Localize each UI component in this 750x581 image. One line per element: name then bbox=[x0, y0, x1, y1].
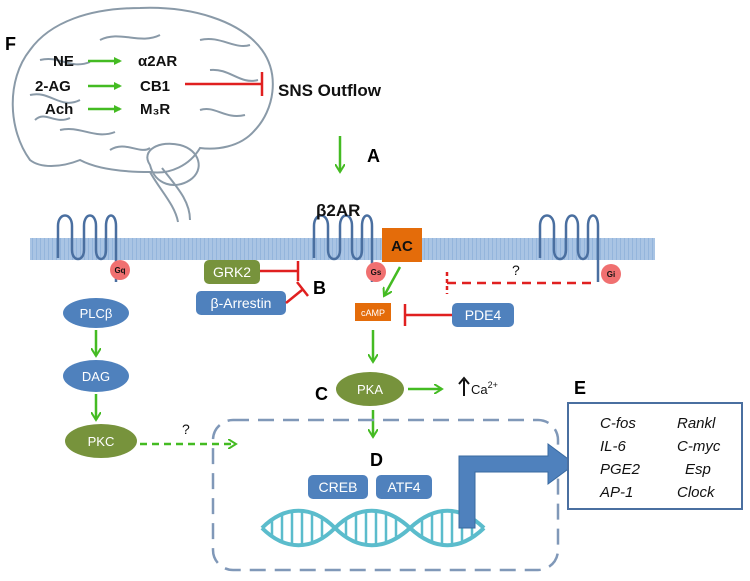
gene-cmyc: C-myc bbox=[677, 438, 721, 455]
pkc-node bbox=[65, 424, 137, 458]
gq-receptor-coil bbox=[56, 214, 118, 282]
creb-box bbox=[308, 475, 368, 499]
arrestin-label: β-Arrestin bbox=[211, 295, 272, 311]
gi-receptor-coil bbox=[538, 214, 600, 282]
receptor-a2ar: α2AR bbox=[138, 53, 177, 70]
receptor-m3r: M₃R bbox=[140, 101, 170, 118]
arrestin-box bbox=[196, 291, 286, 315]
pkc-label: PKC bbox=[88, 434, 115, 449]
ligand-ach: Ach bbox=[45, 101, 73, 118]
arrestin-inhibit-bar bbox=[296, 281, 309, 297]
arrow-ac-camp bbox=[384, 266, 402, 296]
dag-node bbox=[63, 360, 129, 392]
panel-label-e: E bbox=[574, 378, 586, 398]
gene-clock: Clock bbox=[677, 484, 716, 501]
gene-rankl: Rankl bbox=[677, 415, 716, 432]
target-genes-box bbox=[567, 402, 743, 510]
b2ar-label: β2AR bbox=[316, 201, 360, 220]
gene-cfos: C-fos bbox=[600, 415, 636, 432]
gs-protein bbox=[366, 262, 386, 282]
pde4-label: PDE4 bbox=[465, 307, 502, 323]
pka-node bbox=[336, 372, 404, 406]
gene-il6: IL-6 bbox=[600, 438, 627, 455]
sns-outflow-label: SNS Outflow bbox=[278, 81, 382, 100]
gi-protein bbox=[601, 264, 621, 284]
gi-label: Gi bbox=[607, 270, 615, 279]
camp-label: cAMP bbox=[361, 308, 385, 318]
dna-helix bbox=[260, 508, 486, 548]
grk2-box bbox=[204, 260, 260, 284]
panel-label-b: B bbox=[313, 278, 326, 298]
gene-esp: Esp bbox=[685, 461, 711, 478]
pkc-unknown-label: ? bbox=[182, 421, 190, 437]
arrestin-inhibit bbox=[285, 289, 303, 304]
camp-box bbox=[355, 303, 391, 321]
panel-label-c: C bbox=[315, 384, 328, 404]
panel-label-d: D bbox=[370, 450, 383, 470]
ac-label: AC bbox=[391, 238, 413, 255]
atf4-label: ATF4 bbox=[387, 479, 420, 495]
brain-illustration bbox=[11, 6, 274, 223]
gs-label: Gs bbox=[371, 268, 382, 277]
calcium-label: Ca2+ bbox=[471, 380, 498, 397]
receptor-cb1: CB1 bbox=[140, 78, 170, 95]
pka-label: PKA bbox=[357, 382, 383, 397]
pde4-box bbox=[452, 303, 514, 327]
cell-membrane bbox=[30, 238, 655, 260]
transcription-arrow bbox=[458, 443, 576, 529]
panel-label-a: A bbox=[367, 146, 380, 166]
panel-label-f: F bbox=[5, 34, 16, 54]
ligand-2ag: 2-AG bbox=[35, 78, 71, 95]
creb-label: CREB bbox=[319, 479, 358, 495]
plcb-node bbox=[63, 298, 129, 328]
ligand-ne: NE bbox=[53, 53, 74, 70]
gq-label: Gq bbox=[114, 266, 125, 275]
atf4-box bbox=[376, 475, 432, 499]
gene-ap1: AP-1 bbox=[599, 484, 633, 501]
gi-unknown-label: ? bbox=[512, 262, 520, 278]
nucleus-boundary bbox=[211, 418, 560, 572]
b2ar-receptor-coil bbox=[312, 214, 374, 282]
ac-box bbox=[382, 228, 422, 262]
grk2-label: GRK2 bbox=[213, 264, 251, 280]
plcb-label: PLCβ bbox=[80, 306, 113, 321]
up-arrow-icon bbox=[458, 376, 470, 396]
gene-pge2: PGE2 bbox=[600, 461, 641, 478]
dag-label: DAG bbox=[82, 369, 110, 384]
gq-protein bbox=[110, 260, 130, 280]
